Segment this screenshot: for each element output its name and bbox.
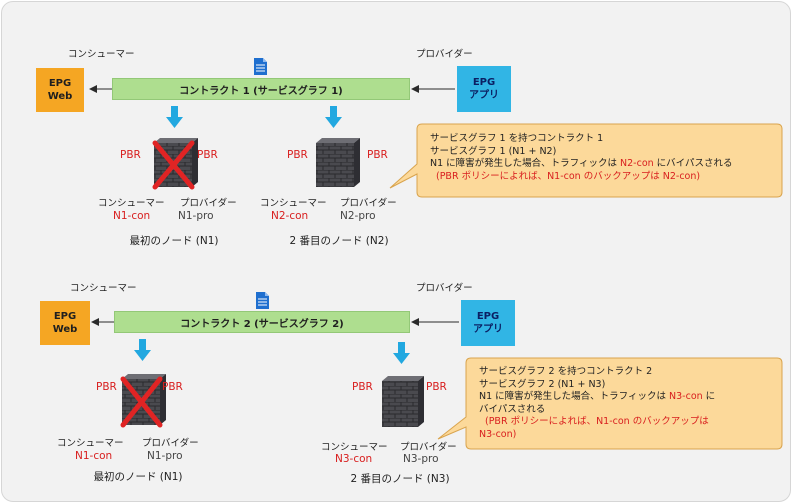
node-title: 最初のノード (N1) [129, 235, 219, 247]
epg-name: アプリ [469, 90, 499, 101]
document-icon [256, 292, 269, 309]
epg-label: EPG [476, 311, 500, 322]
consumer-label: コンシューマー [68, 49, 135, 60]
document-icon [254, 58, 267, 75]
epg-app-box[interactable]: EPG アプリ [461, 300, 515, 346]
consumer-connector-id: N1-con [113, 210, 151, 222]
epg-label: EPG [53, 311, 77, 322]
pbr-label: PBR [197, 149, 218, 161]
epg-app-box[interactable]: EPG アプリ [457, 66, 511, 112]
epg-name: Web [47, 91, 73, 102]
failure-x-icon [120, 376, 163, 428]
note-line: (PBR ポリシーによれば、N1-con のバックアップは N2-con) [436, 170, 701, 182]
note-line: サービスグラフ 2 (N1 + N3) [479, 378, 606, 390]
contract-bar[interactable]: コントラクト 2 (サービスグラフ 2) [114, 311, 410, 333]
node-title: 最初のノード (N1) [93, 471, 183, 483]
pbr-label: PBR [426, 381, 447, 393]
callout-shape [437, 357, 783, 450]
provider-connector-id: N3-pro [403, 453, 439, 465]
consumer-connector-id: N3-con [335, 453, 373, 465]
down-arrow-icon [166, 106, 183, 128]
provider-connector-label: プロバイダー [340, 198, 397, 209]
contract-label: コントラクト 1 (サービスグラフ 1) [179, 85, 343, 97]
provider-connector-id: N1-pro [178, 210, 214, 222]
failure-x-icon [152, 140, 195, 190]
consumer-connector-label: コンシューマー [98, 198, 165, 209]
down-arrow-icon [134, 339, 151, 361]
provider-connector-id: N2-pro [340, 210, 376, 222]
consumer-connector-label: コンシューマー [321, 442, 388, 453]
epg-label: EPG [472, 77, 496, 88]
note-line: N3-con) [479, 428, 517, 440]
firewall-icon [382, 376, 424, 427]
note-line: N1 に障害が発生した場合、トラフィックは N2-con にバイパスされる [430, 158, 733, 169]
note-line: サービスグラフ 2 を持つコントラクト 2 [479, 366, 653, 377]
note-callout: サービスグラフ 2 を持つコントラクト 2 サービスグラフ 2 (N1 + N3… [469, 360, 780, 447]
pbr-label: PBR [120, 149, 141, 161]
pbr-label: PBR [352, 381, 373, 393]
note-line: (PBR ポリシーによれば、N1-con のバックアップは [485, 416, 709, 427]
consumer-connector-id: N2-con [271, 210, 309, 222]
provider-label: プロバイダー [416, 49, 473, 60]
firewall-icon [316, 138, 360, 187]
node-title: 2 番目のノード (N3) [350, 473, 450, 485]
pbr-label: PBR [96, 381, 117, 393]
note-line: バイパスされる [479, 403, 546, 415]
provider-connector-label: プロバイダー [180, 198, 237, 209]
note-callout: サービスグラフ 1 を持つコントラクト 1 サービスグラフ 1 (N1 + N2… [420, 126, 780, 194]
provider-connector-id: N1-pro [147, 450, 183, 462]
consumer-connector-label: コンシューマー [260, 198, 327, 209]
note-line: サービスグラフ 1 を持つコントラクト 1 [430, 133, 604, 144]
provider-connector-label: プロバイダー [400, 442, 457, 453]
epg-web-box[interactable]: EPG Web [40, 301, 90, 345]
epg-web-box[interactable]: EPG Web [36, 68, 84, 112]
provider-label: プロバイダー [416, 283, 473, 294]
consumer-connector-id: N1-con [75, 450, 113, 462]
pbr-label: PBR [162, 381, 183, 393]
contract-label: コントラクト 2 (サービスグラフ 2) [180, 318, 344, 330]
contract-bar[interactable]: コントラクト 1 (サービスグラフ 1) [112, 78, 410, 100]
provider-connector-label: プロバイダー [142, 438, 199, 449]
down-arrow-icon [393, 342, 410, 364]
pbr-label: PBR [287, 149, 308, 161]
pbr-label: PBR [367, 149, 388, 161]
node-title: 2 番目のノード (N2) [289, 235, 389, 247]
epg-label: EPG [48, 78, 72, 89]
epg-name: アプリ [473, 324, 503, 335]
callout-shape [389, 123, 783, 198]
epg-name: Web [52, 324, 78, 335]
consumer-label: コンシューマー [70, 283, 137, 294]
consumer-connector-label: コンシューマー [57, 438, 124, 449]
note-line: N1 に障害が発生した場合、トラフィックは N3-con に [479, 391, 716, 402]
note-line: サービスグラフ 1 (N1 + N2) [430, 145, 557, 157]
down-arrow-icon [325, 106, 342, 128]
